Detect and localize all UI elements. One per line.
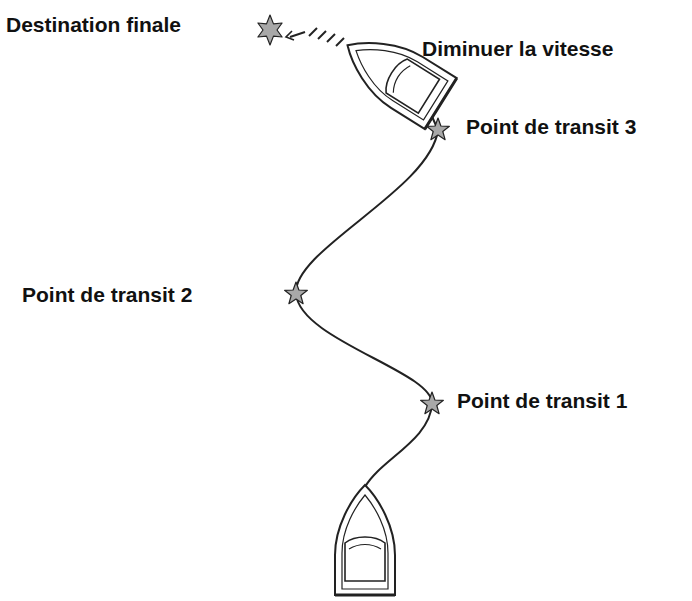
destination-label: Destination finale <box>6 13 181 36</box>
waypoint-label: Point de transit 2 <box>22 283 192 306</box>
waypoint-star <box>285 282 308 304</box>
speed-note: Diminuer la vitesse <box>422 37 613 60</box>
destination-star <box>258 15 282 45</box>
waypoint-star <box>427 118 450 140</box>
boat-start <box>335 485 395 595</box>
waypoint-label: Point de transit 1 <box>457 389 627 412</box>
waypoint-star <box>421 392 444 414</box>
speed-marks <box>286 28 344 46</box>
boat-arrival <box>332 20 457 129</box>
waypoint-label: Point de transit 3 <box>466 115 636 138</box>
route-line <box>296 112 438 487</box>
